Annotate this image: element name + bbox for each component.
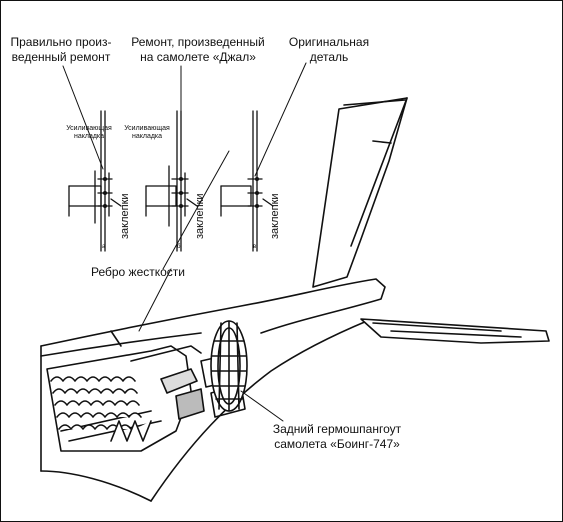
horizontal-stabilizer bbox=[360, 318, 550, 344]
label-rivets-2: заклепки bbox=[194, 193, 206, 239]
label-jal-repair: Ремонт, произведенный на самолете «Джал» bbox=[131, 35, 265, 64]
vertical-stabilizer bbox=[312, 97, 408, 288]
label-rivets-3: заклепки bbox=[269, 193, 281, 239]
fuselage-outline bbox=[40, 278, 386, 502]
marker-a: a bbox=[102, 244, 106, 250]
label-doubler-1: Усиливающая накладка bbox=[66, 125, 112, 140]
marker-c: в bbox=[253, 244, 257, 250]
marker-b: б bbox=[177, 244, 181, 250]
detail-original-part bbox=[220, 110, 274, 252]
pressure-bulkhead bbox=[210, 320, 248, 412]
label-rivets-1: заклепки bbox=[119, 193, 131, 239]
label-original-part: Оригинальная деталь bbox=[288, 35, 370, 64]
rivet-marks bbox=[103, 177, 259, 208]
label-correct-repair: Правильно произ- веденный ремонт bbox=[10, 35, 112, 64]
label-bulkhead: Задний гермошпангоут самолета «Боинг-747… bbox=[272, 422, 402, 451]
label-stiffener-rib: Ребро жесткости bbox=[90, 265, 186, 279]
label-doubler-2: Усиливающая накладка bbox=[124, 125, 170, 140]
leader-lines bbox=[62, 62, 307, 422]
passenger-seats bbox=[50, 376, 152, 442]
